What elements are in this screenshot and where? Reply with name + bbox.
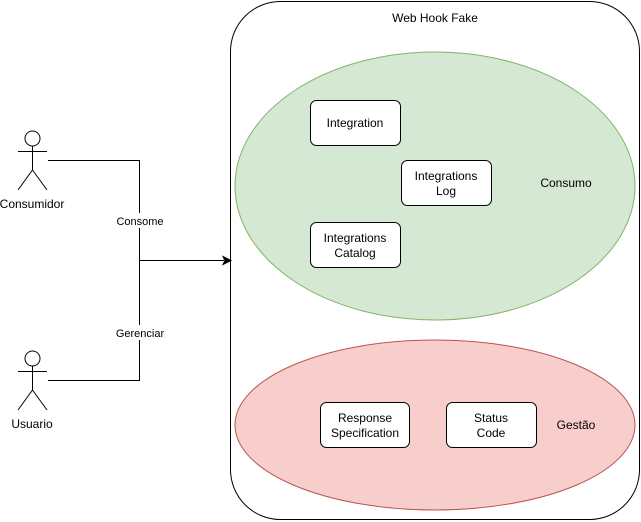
gestao-label: Gestão <box>557 418 596 432</box>
usuario-head <box>24 350 41 367</box>
integrations-catalog-box: Integrations Catalog <box>310 222 401 268</box>
consumidor-left-leg <box>17 169 33 191</box>
usuario-label: Usuario <box>11 417 53 431</box>
integrations-log-box: Integrations Log <box>401 160 492 206</box>
consome-label-bg <box>114 213 166 228</box>
system-title: Web Hook Fake <box>392 11 478 25</box>
gerenciar-label-bg <box>112 325 168 340</box>
gerenciar-label: Gerenciar <box>116 328 165 340</box>
consumidor-right-leg <box>32 169 48 191</box>
usuario-right-leg <box>32 389 48 411</box>
integrations-catalog-box-line1: Integrations <box>324 231 387 245</box>
response-specification-box-line1: Response <box>338 411 392 425</box>
consumidor-label: Consumidor <box>0 197 64 211</box>
integrations-log-box-line2: Log <box>436 184 456 198</box>
consome-label: Consome <box>116 216 163 228</box>
integrations-catalog-box-line2: Catalog <box>334 246 375 260</box>
response-specification-box: Response Specification <box>320 402 410 448</box>
status-code-box: Status Code <box>446 402 537 448</box>
actor-connector <box>48 160 140 381</box>
usuario-left-leg <box>17 389 33 411</box>
gestao-ellipse <box>234 339 636 511</box>
integrations-log-box-line1: Integrations <box>415 169 478 183</box>
usuario-actor <box>17 350 48 411</box>
response-specification-box-line2: Specification <box>331 426 399 440</box>
arrow-head <box>221 255 233 266</box>
status-code-box-line2: Code <box>477 426 506 440</box>
consumo-label: Consumo <box>540 176 592 190</box>
integration-box-label: Integration <box>327 116 384 130</box>
status-code-box-line1: Status <box>474 411 508 425</box>
consumidor-actor <box>17 130 48 191</box>
integration-box: Integration <box>310 100 401 146</box>
consumidor-head <box>24 130 41 147</box>
